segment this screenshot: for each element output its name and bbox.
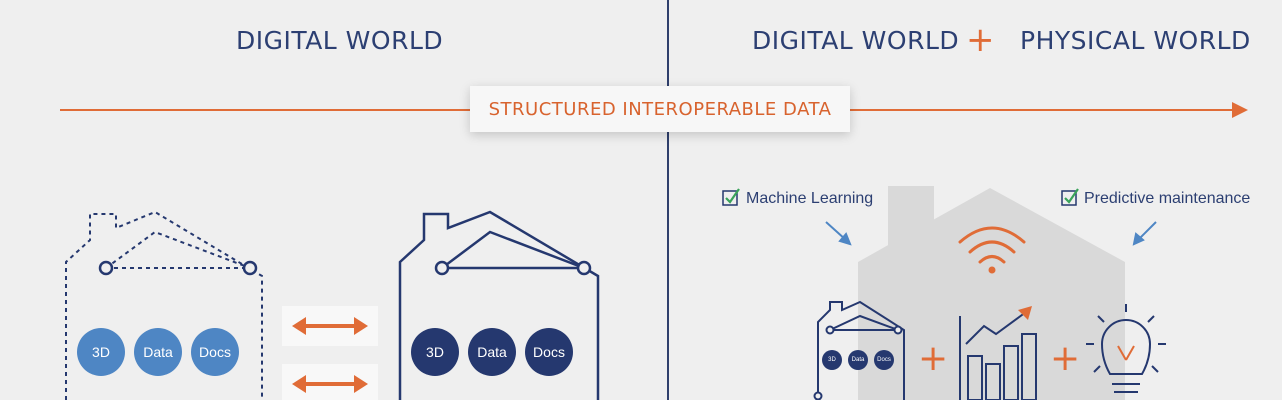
arrow-icon-machine-learning	[825, 221, 852, 246]
solid-house-circle-3d: 3D	[411, 328, 459, 376]
predictive-maintenance-label: Predictive maintenance	[1084, 190, 1251, 207]
section-divider	[667, 0, 669, 400]
dotted-house-icon	[65, 210, 263, 400]
chart-arrowhead-icon	[1018, 306, 1032, 320]
lightbulb-filament-icon	[1117, 345, 1127, 361]
dotted-house-circle-3d: 3D	[77, 328, 125, 376]
plus-icon-2: +	[1050, 338, 1081, 379]
left-subtitle: DIGITAL WORLD	[236, 26, 444, 55]
physical-house-chimney	[888, 186, 934, 246]
lightbulb-filament-icon-2	[1125, 345, 1135, 361]
subtitle-plus-icon: +	[966, 20, 995, 60]
right-subtitle-physical: PHYSICAL WORLD	[1020, 26, 1251, 55]
chart-icon	[959, 311, 1037, 400]
mini-house-node-right	[893, 325, 903, 335]
plus-icon-1: +	[918, 338, 949, 379]
double-arrow-icon-bottom	[282, 364, 378, 400]
dotted-house-circle-docs: Docs	[191, 328, 239, 376]
solid-house-circle-docs: Docs	[525, 328, 573, 376]
solid-house-icon	[398, 210, 600, 400]
timeline-arrowhead-icon	[1232, 102, 1248, 118]
checkbox-icon-machine-learning	[722, 188, 740, 206]
timeline-label: STRUCTURED INTEROPERABLE DATA	[470, 86, 850, 132]
solid-house-node-right	[576, 260, 592, 276]
checkbox-icon-predictive	[1061, 188, 1079, 206]
mini-house-node-bottom	[813, 391, 823, 400]
right-subtitle-digital: DIGITAL WORLD	[752, 26, 960, 55]
mini-house-circle-3d: 3D	[822, 350, 842, 370]
arrow-icon-predictive	[1132, 221, 1157, 246]
dotted-house-node-left	[98, 260, 114, 276]
double-arrow-icon-top	[282, 306, 378, 346]
dotted-house-node-right	[242, 260, 258, 276]
wifi-dot-icon	[988, 266, 996, 274]
dotted-house-circle-data: Data	[134, 328, 182, 376]
mini-house-icon	[817, 300, 905, 400]
mini-house-circle-data: Data	[848, 350, 868, 370]
mini-house-circle-docs: Docs	[874, 350, 894, 370]
mini-house-node-left	[825, 325, 835, 335]
solid-house-circle-data: Data	[468, 328, 516, 376]
wifi-icon	[958, 226, 1026, 264]
lightbulb-icon	[1086, 304, 1166, 393]
machine-learning-label: Machine Learning	[746, 190, 874, 207]
solid-house-node-left	[434, 260, 450, 276]
